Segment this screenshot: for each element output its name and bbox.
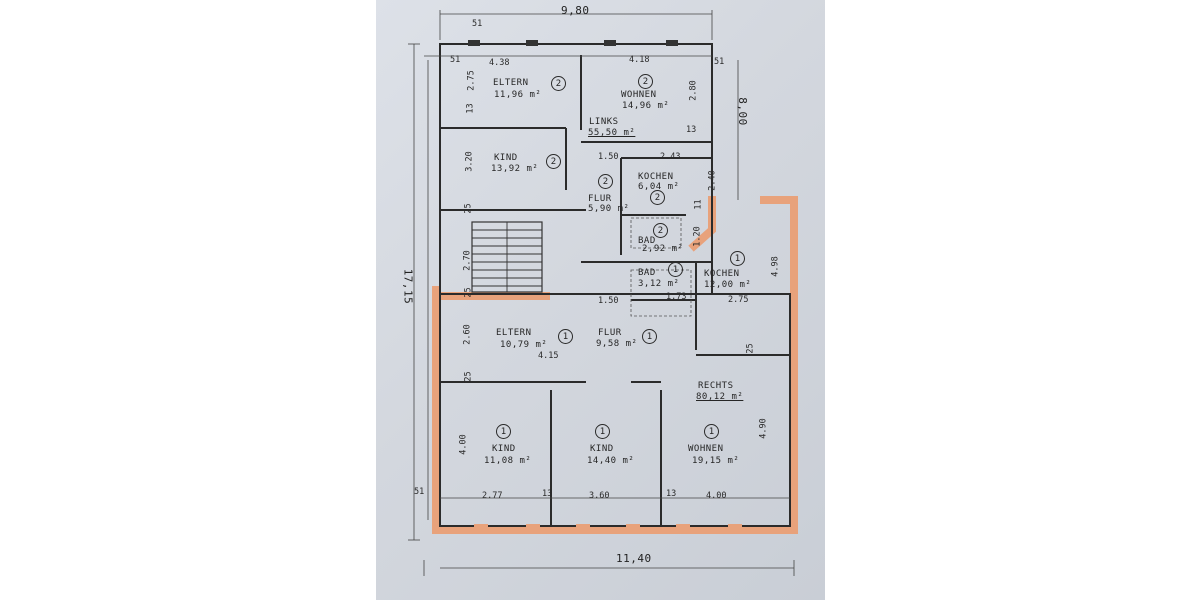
dim-4-98: 4.98: [770, 256, 781, 277]
dim-25-a: 25: [463, 203, 474, 214]
room-flur1-area: 9,58 m²: [596, 339, 638, 349]
unit-marker-wohnen2: 2: [638, 74, 653, 89]
unit-marker-bad2: 2: [653, 223, 668, 238]
unit-links-name: LINKS: [589, 117, 619, 127]
dimension-lines: [408, 10, 795, 576]
unit-marker-bad1: 1: [668, 262, 683, 277]
dim-1-73: 1.73: [666, 292, 687, 302]
window-marks: [468, 40, 742, 532]
room-kochen1-area: 12,00 m²: [704, 280, 752, 290]
room-kind1a-name: KIND: [492, 444, 516, 454]
dim-1-50-mid: 1.50: [598, 296, 619, 306]
dim-2-77: 2.77: [482, 491, 503, 501]
room-wohnen2-name: WOHNEN: [621, 90, 657, 100]
dim-13-b: 13: [686, 125, 697, 135]
unit-rechts-name: RECHTS: [698, 381, 734, 391]
dim-4-38: 4.38: [489, 58, 510, 68]
unit-marker-flur2: 2: [598, 174, 613, 189]
dim-2-60: 2.60: [462, 324, 473, 345]
room-kind2-area: 13,92 m²: [491, 164, 539, 174]
room-bad1-name: BAD: [638, 268, 656, 278]
room-bad2-area: 2,92 m²: [642, 244, 684, 254]
room-flur1-name: FLUR: [598, 328, 622, 338]
dim-1-20: 1.20: [692, 226, 703, 247]
dim-25-c: 25: [463, 371, 474, 382]
room-kind1b-name: KIND: [590, 444, 614, 454]
dim-25-d: 25: [745, 343, 756, 354]
room-flur2-name: FLUR: [588, 194, 612, 204]
dim-1-50-top: 1.50: [598, 152, 619, 162]
room-flur2-area: 5,90 m²: [588, 204, 630, 214]
overall-top-width: 9,80: [561, 4, 590, 17]
dim-3-20: 3.20: [464, 151, 475, 172]
dim-13-d: 13: [666, 489, 677, 499]
unit-rechts-area: 80,12 m²: [696, 392, 744, 402]
overall-right-height: 8,00: [735, 97, 749, 126]
room-eltern2-name: ELTERN: [493, 78, 529, 88]
dim-51-bottom: 51: [414, 487, 425, 497]
staircase: [471, 221, 543, 293]
outer-wall-lower: [439, 293, 791, 527]
room-eltern1-area: 10,79 m²: [500, 340, 548, 350]
room-eltern2-area: 11,96 m²: [494, 90, 542, 100]
room-kind1b-area: 14,40 m²: [587, 456, 635, 466]
dim-4-18: 4.18: [629, 55, 650, 65]
dim-4-00: 4.00: [458, 434, 469, 455]
dim-3-60: 3.60: [589, 491, 610, 501]
dim-13-a: 13: [465, 103, 476, 114]
orange-wall-right: [760, 196, 798, 534]
room-wohnen2-area: 14,96 m²: [622, 101, 670, 111]
dim-4-90: 4.90: [758, 418, 769, 439]
unit-marker-kind1a: 1: [496, 424, 511, 439]
room-eltern1-name: ELTERN: [496, 328, 532, 338]
floor-plan-paper: 9,80 11,40 17,15 8,00 LINKS 55,50 m² REC…: [376, 0, 825, 600]
dim-2-75-mid: 2.75: [728, 295, 749, 305]
room-kochen2-area: 6,04 m²: [638, 182, 680, 192]
unit-marker-kind2: 2: [546, 154, 561, 169]
unit-marker-kochen2: 2: [650, 190, 665, 205]
room-bad1-area: 3,12 m²: [638, 279, 680, 289]
bath-hatch: [630, 217, 692, 317]
dim-11: 11: [693, 199, 704, 210]
dim-51-top2: 51: [472, 19, 483, 29]
outer-wall-upper: [439, 43, 713, 295]
room-kochen1-name: KOCHEN: [704, 269, 740, 279]
unit-marker-eltern1: 1: [558, 329, 573, 344]
unit-marker-flur1: 1: [642, 329, 657, 344]
overall-bottom-width: 11,40: [616, 552, 652, 565]
room-bad2-name: BAD: [638, 236, 656, 246]
dim-51-top: 51: [450, 55, 461, 65]
dim-2-70: 2.70: [462, 250, 473, 271]
dim-2-75: 2.75: [466, 70, 477, 91]
room-kind1a-area: 11,08 m²: [484, 456, 532, 466]
unit-marker-eltern2: 2: [551, 76, 566, 91]
floor-plan-drawing: [408, 10, 798, 576]
room-wohnen1-name: WOHNEN: [688, 444, 724, 454]
dim-2-80: 2.80: [688, 80, 699, 101]
dim-51-right: 51: [714, 57, 725, 67]
unit-marker-wohnen1: 1: [704, 424, 719, 439]
dim-2-43: 2.43: [660, 152, 681, 162]
dim-25-b: 25: [463, 287, 474, 298]
room-wohnen1-area: 19,15 m²: [692, 456, 740, 466]
room-kochen2-name: KOCHEN: [638, 172, 674, 182]
dim-2-40: 2.40: [707, 170, 718, 191]
dim-4-15: 4.15: [538, 351, 559, 361]
dim-4-00-bottom: 4.00: [706, 491, 727, 501]
unit-links-area: 55,50 m²: [588, 128, 636, 138]
unit-marker-kind1b: 1: [595, 424, 610, 439]
overall-left-height: 17,15: [401, 268, 415, 305]
unit-marker-kochen1: 1: [730, 251, 745, 266]
room-kind2-name: KIND: [494, 153, 518, 163]
dim-13-c: 13: [542, 489, 553, 499]
